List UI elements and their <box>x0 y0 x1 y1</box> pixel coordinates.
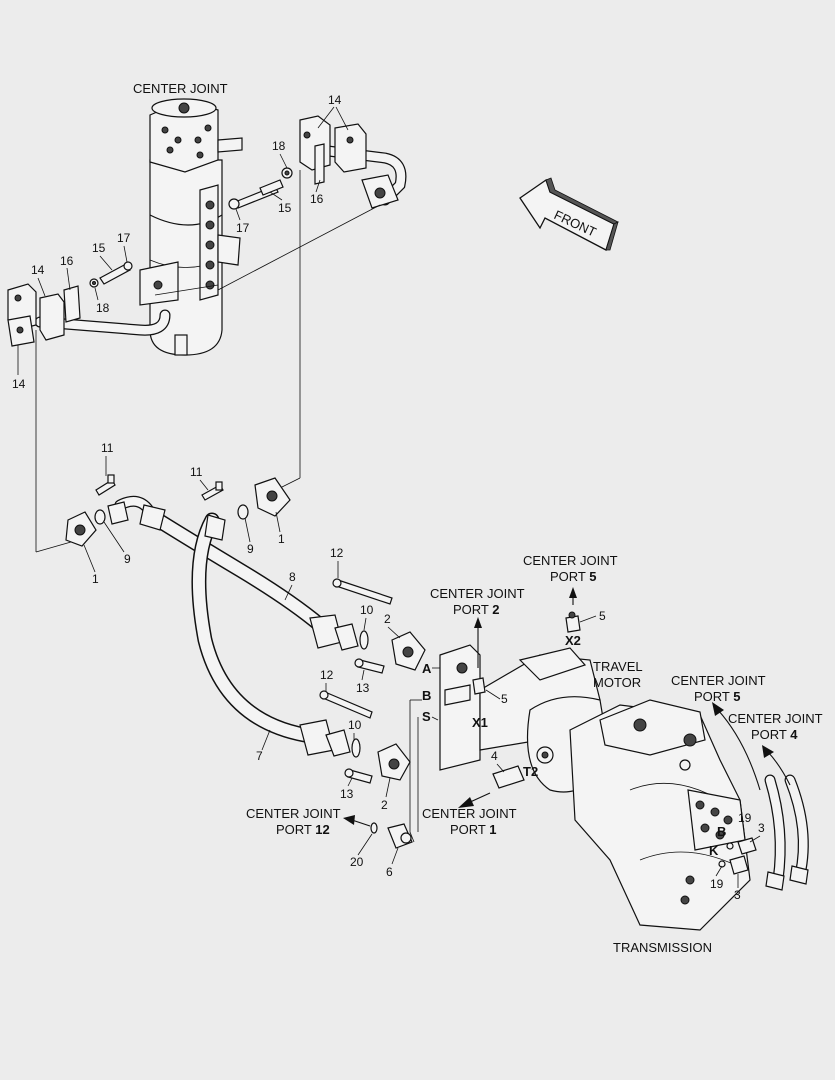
transmission-label: TRANSMISSION <box>613 940 712 955</box>
callout-12-upper: 12 <box>330 546 344 560</box>
callout-6: 6 <box>386 865 393 879</box>
callout-3-lower: 3 <box>734 888 741 902</box>
callout-17-lower: 17 <box>117 231 131 245</box>
bolt-15-17-lower <box>89 261 133 288</box>
callout-20: 20 <box>350 855 364 869</box>
callout-14-upper: 14 <box>328 93 342 107</box>
port-letter-a: A <box>422 661 432 676</box>
callout-15-upper: 15 <box>278 201 292 215</box>
bolt-15-17-upper <box>228 167 293 210</box>
callout-2-upper: 2 <box>384 612 391 626</box>
callout-10-upper: 10 <box>360 603 374 617</box>
cj-port12-line2: PORT 12 <box>276 822 330 837</box>
callout-13-lower: 13 <box>340 787 354 801</box>
callout-1-left: 1 <box>92 572 99 586</box>
callout-16-upper: 16 <box>310 192 324 206</box>
cj-port2-line1: CENTER JOINT <box>430 586 525 601</box>
center-joint-pipes <box>34 144 407 336</box>
callout-5-motor: 5 <box>501 692 508 706</box>
o-ring-20 <box>370 822 378 834</box>
callout-14-bottom: 14 <box>12 377 26 391</box>
hose-8 <box>114 495 328 743</box>
center-joint-title: CENTER JOINT <box>133 81 228 96</box>
callout-14-left: 14 <box>31 263 45 277</box>
port-letter-s: S <box>422 709 431 724</box>
callout-18-upper: 18 <box>272 139 286 153</box>
callout-19-lower: 19 <box>710 877 724 891</box>
fittings-3-19 <box>718 837 757 875</box>
callout-19-upper: 19 <box>738 811 752 825</box>
port-letter-k: K <box>709 843 719 858</box>
clamp-14-upper <box>299 115 399 209</box>
travel-motor-line2: MOTOR <box>593 675 641 690</box>
callout-13-upper: 13 <box>356 681 370 695</box>
cj-port12-line1: CENTER JOINT <box>246 806 341 821</box>
callout-9-right: 9 <box>247 542 254 556</box>
callout-3-upper: 3 <box>758 821 765 835</box>
callout-11-left: 11 <box>101 441 114 455</box>
cj-port5-top-line2: PORT 5 <box>550 569 597 584</box>
port-letter-b: B <box>422 688 431 703</box>
flange-2-upper <box>391 631 426 671</box>
hose-fitting-upper <box>309 614 369 651</box>
fittings-5 <box>472 611 581 695</box>
travel-motor-line1: TRAVEL <box>593 659 643 674</box>
hose-fitting-lower <box>299 719 361 758</box>
callout-18-lower: 18 <box>96 301 110 315</box>
clamp-14-left <box>7 283 81 347</box>
callout-7: 7 <box>256 749 263 763</box>
callout-4: 4 <box>491 749 498 763</box>
cj-port4-line1: CENTER JOINT <box>728 711 823 726</box>
callout-9-left: 9 <box>124 552 131 566</box>
cj-port1-line1: CENTER JOINT <box>422 806 517 821</box>
callout-15-lower: 15 <box>92 241 106 255</box>
callout-2-lower: 2 <box>381 798 388 812</box>
fitting-4 <box>492 765 525 789</box>
transmission-pipes <box>764 774 809 891</box>
cj-port5-right-line1: CENTER JOINT <box>671 673 766 688</box>
port-arrows <box>343 587 791 827</box>
flange-2-lower <box>377 743 411 781</box>
callout-10-lower: 10 <box>348 718 362 732</box>
callout-17-upper: 17 <box>236 221 250 235</box>
center-joint <box>139 98 243 356</box>
port-letter-x2: X2 <box>565 633 581 648</box>
cj-port5-right-line2: PORT 5 <box>694 689 741 704</box>
callout-8: 8 <box>289 570 296 584</box>
port-letter-x1: X1 <box>472 715 488 730</box>
bolts <box>95 474 393 784</box>
callout-1-right: 1 <box>278 532 285 546</box>
flange-1-right <box>237 477 291 520</box>
port-letter-leaders <box>409 667 440 843</box>
transmission <box>569 699 751 931</box>
callouts: 14 18 15 16 17 17 15 14 16 18 14 11 11 9… <box>12 93 765 902</box>
port-letter-b-transmission: B <box>717 824 726 839</box>
fitting-6 <box>387 823 413 849</box>
port-letter-t2: T2 <box>523 764 538 779</box>
cj-port2-line2: PORT 2 <box>453 602 500 617</box>
callout-11-right: 11 <box>190 465 203 479</box>
callout-16-lower: 16 <box>60 254 74 268</box>
flange-1-left <box>65 501 129 547</box>
cj-port4-line2: PORT 4 <box>751 727 798 742</box>
front-arrow: FRONT <box>519 177 619 251</box>
callout-12-lower: 12 <box>320 668 334 682</box>
cj-port1-line2: PORT 1 <box>450 822 497 837</box>
cj-port5-top-line1: CENTER JOINT <box>523 553 618 568</box>
callout-5-top: 5 <box>599 609 606 623</box>
